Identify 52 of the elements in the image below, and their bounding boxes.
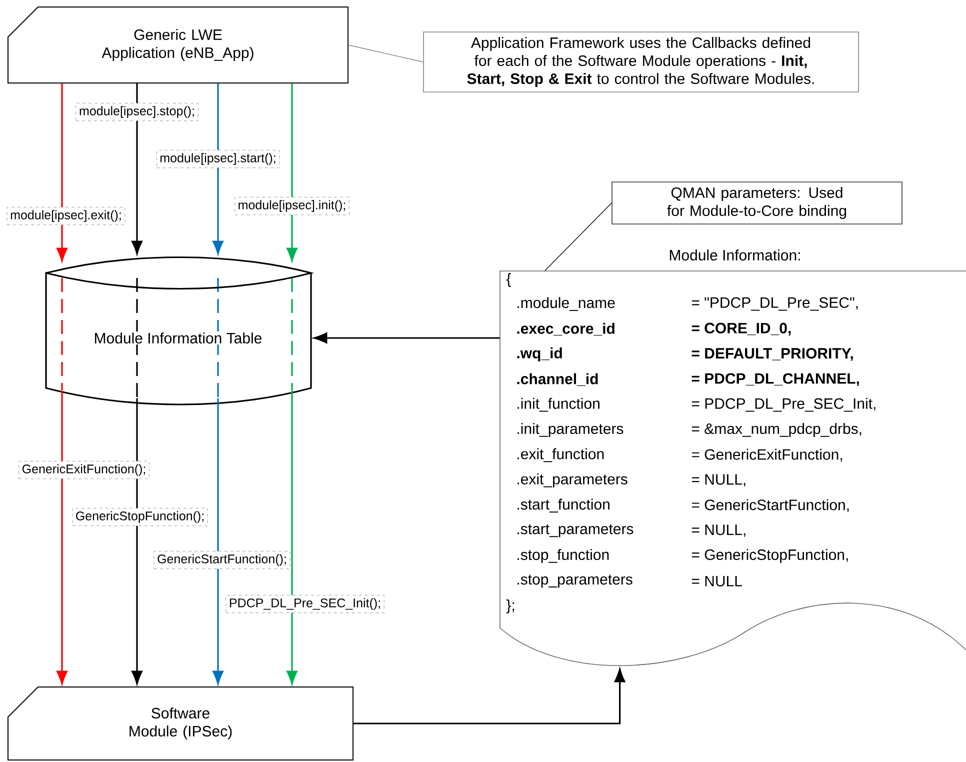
arrow <box>132 398 142 684</box>
edge-label: GenericExitFunction(); <box>18 460 150 480</box>
code-line: = DEFAULT_PRIORITY, <box>692 348 853 361</box>
process-box: Generic LWE Application (eNB_App) <box>8 6 348 84</box>
code-line: = NULL, <box>692 524 746 537</box>
arrow <box>132 83 142 254</box>
heading: Module Information: <box>670 250 800 260</box>
code-line: = NULL, <box>692 474 746 486</box>
edge-label: GenericStartFunction(); <box>154 550 290 570</box>
arrow <box>56 390 68 684</box>
edge-label: module[ipsec].start(); <box>156 150 280 168</box>
code-line: = PDCP_DL_Pre_SEC_Init, <box>692 398 876 412</box>
code-line: .channel_id <box>517 373 598 386</box>
arrow <box>314 332 500 344</box>
code-line: .stop_parameters <box>518 574 632 588</box>
code-line: = GenericStopFunction, <box>692 549 848 563</box>
code-line: .start_function <box>518 498 610 513</box>
code-line: = &max_num_pdcp_drbs, <box>692 423 862 437</box>
code-line: .init_function <box>518 398 600 412</box>
code-line: .module_name <box>518 297 615 311</box>
code-line: .init_parameters <box>518 423 624 437</box>
code-line: .start_parameters <box>518 524 634 538</box>
node-label: Module Information Table <box>95 332 262 344</box>
code-line: { <box>506 273 511 287</box>
edge-label: module[ipsec].exit(); <box>6 206 126 226</box>
callout-box: QMAN parameters: Used for Module-to-Core binding <box>612 182 902 224</box>
code-line: .wq_id <box>517 347 562 362</box>
code-line: = CORE_ID_0, <box>692 322 791 336</box>
code-line: = PDCP_DL_CHANNEL, <box>692 373 859 386</box>
data-store-shape <box>45 256 312 406</box>
code-line: = GenericExitFunction, <box>692 448 842 462</box>
arrow <box>286 390 298 684</box>
edge-label: PDCP_DL_Pre_SEC_Init(); <box>226 594 384 614</box>
arrow <box>212 83 224 254</box>
code-line: .exec_core_id <box>517 322 614 336</box>
code-line: = GenericStartFunction, <box>692 499 849 512</box>
edge-label: module[ipsec].stop(); <box>76 102 198 122</box>
callout-box: Application Framework uses the Callbacks defined for each of the Software Module operations - Init, Start, Stop & Exit to control the Software Modules. <box>423 32 859 92</box>
table-label: Module Information Table <box>92 331 264 344</box>
arrow <box>286 83 298 262</box>
code-line: .exit_function <box>518 448 604 462</box>
code-line: .exit_parameters <box>518 473 628 488</box>
arrow <box>353 668 626 724</box>
code-line: }; <box>506 599 514 614</box>
code-line: = "PDCP_DL_Pre_SEC", <box>692 297 858 311</box>
process-box: Software Module (IPSec) <box>8 686 354 760</box>
code-line: = NULL <box>692 576 742 586</box>
edge-label: GenericStopFunction(); <box>72 508 208 526</box>
edge-label: module[ipsec].init(); <box>234 196 350 216</box>
code-line: .stop_function <box>518 549 609 563</box>
arrow <box>212 398 224 684</box>
arrow <box>56 83 68 262</box>
